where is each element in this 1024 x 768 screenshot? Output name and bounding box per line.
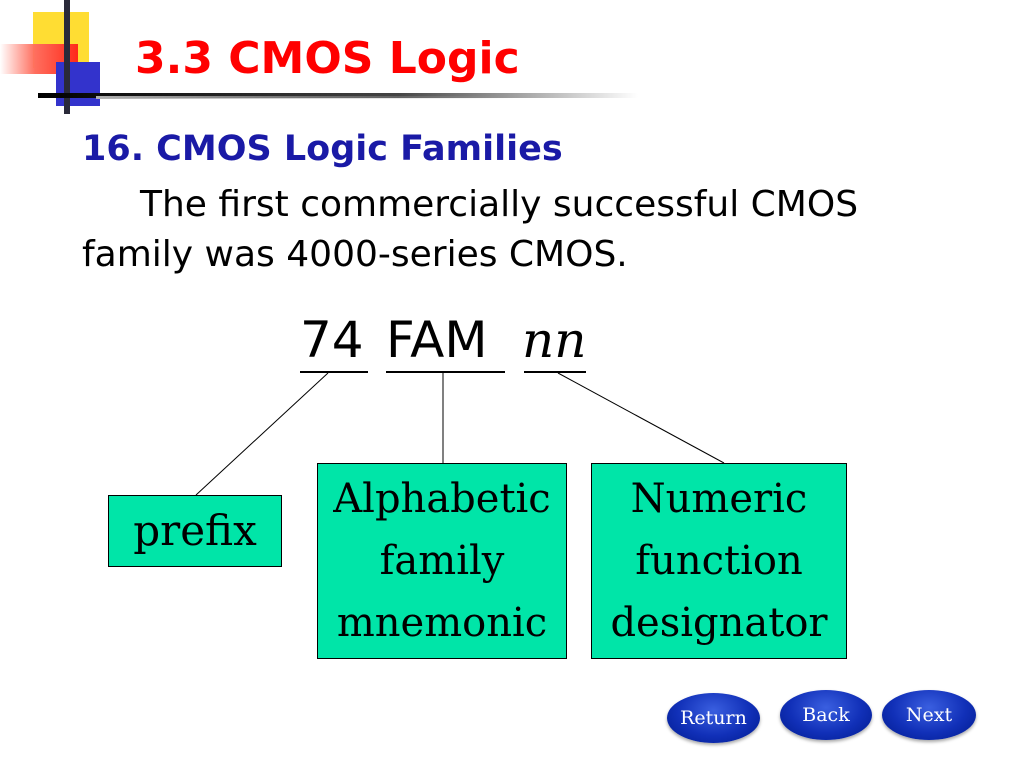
numeric-box-line-1: Numeric	[630, 476, 808, 522]
back-button[interactable]: Back	[780, 690, 872, 740]
numeric-box-line-2: function	[635, 538, 803, 584]
family-box-line-3: mnemonic	[336, 600, 548, 646]
decor-blue-square	[56, 62, 100, 106]
decor-title-underline-shadow	[96, 96, 516, 99]
prefix-box: prefix	[108, 495, 282, 567]
numeric-box-line-3: designator	[610, 600, 828, 646]
section-heading: 16. CMOS Logic Families	[82, 129, 563, 169]
slide-title: 3.3 CMOS Logic	[135, 33, 520, 84]
connector-prefix-line	[195, 372, 329, 496]
body-paragraph: The first commercially successful CMOS f…	[82, 180, 962, 280]
code-prefix: 74	[300, 311, 364, 369]
connector-numeric-line	[557, 372, 725, 464]
decor-title-underline	[38, 93, 638, 98]
next-button[interactable]: Next	[882, 690, 976, 740]
prefix-box-label: prefix	[133, 506, 257, 555]
body-text: The first commercially successful CMOS f…	[82, 184, 859, 275]
underline-number	[524, 371, 586, 373]
numeric-designator-box: Numeric function designator	[591, 463, 847, 659]
underline-family	[386, 371, 505, 373]
family-box-line-2: family	[379, 538, 505, 584]
family-box-line-1: Alphabetic	[333, 476, 551, 522]
return-button[interactable]: Return	[667, 693, 760, 743]
family-mnemonic-box: Alphabetic family mnemonic	[317, 463, 567, 659]
code-family: FAM	[386, 311, 488, 369]
code-number: nn	[522, 311, 587, 369]
decor-vertical-line	[64, 0, 70, 114]
underline-prefix	[300, 371, 368, 373]
